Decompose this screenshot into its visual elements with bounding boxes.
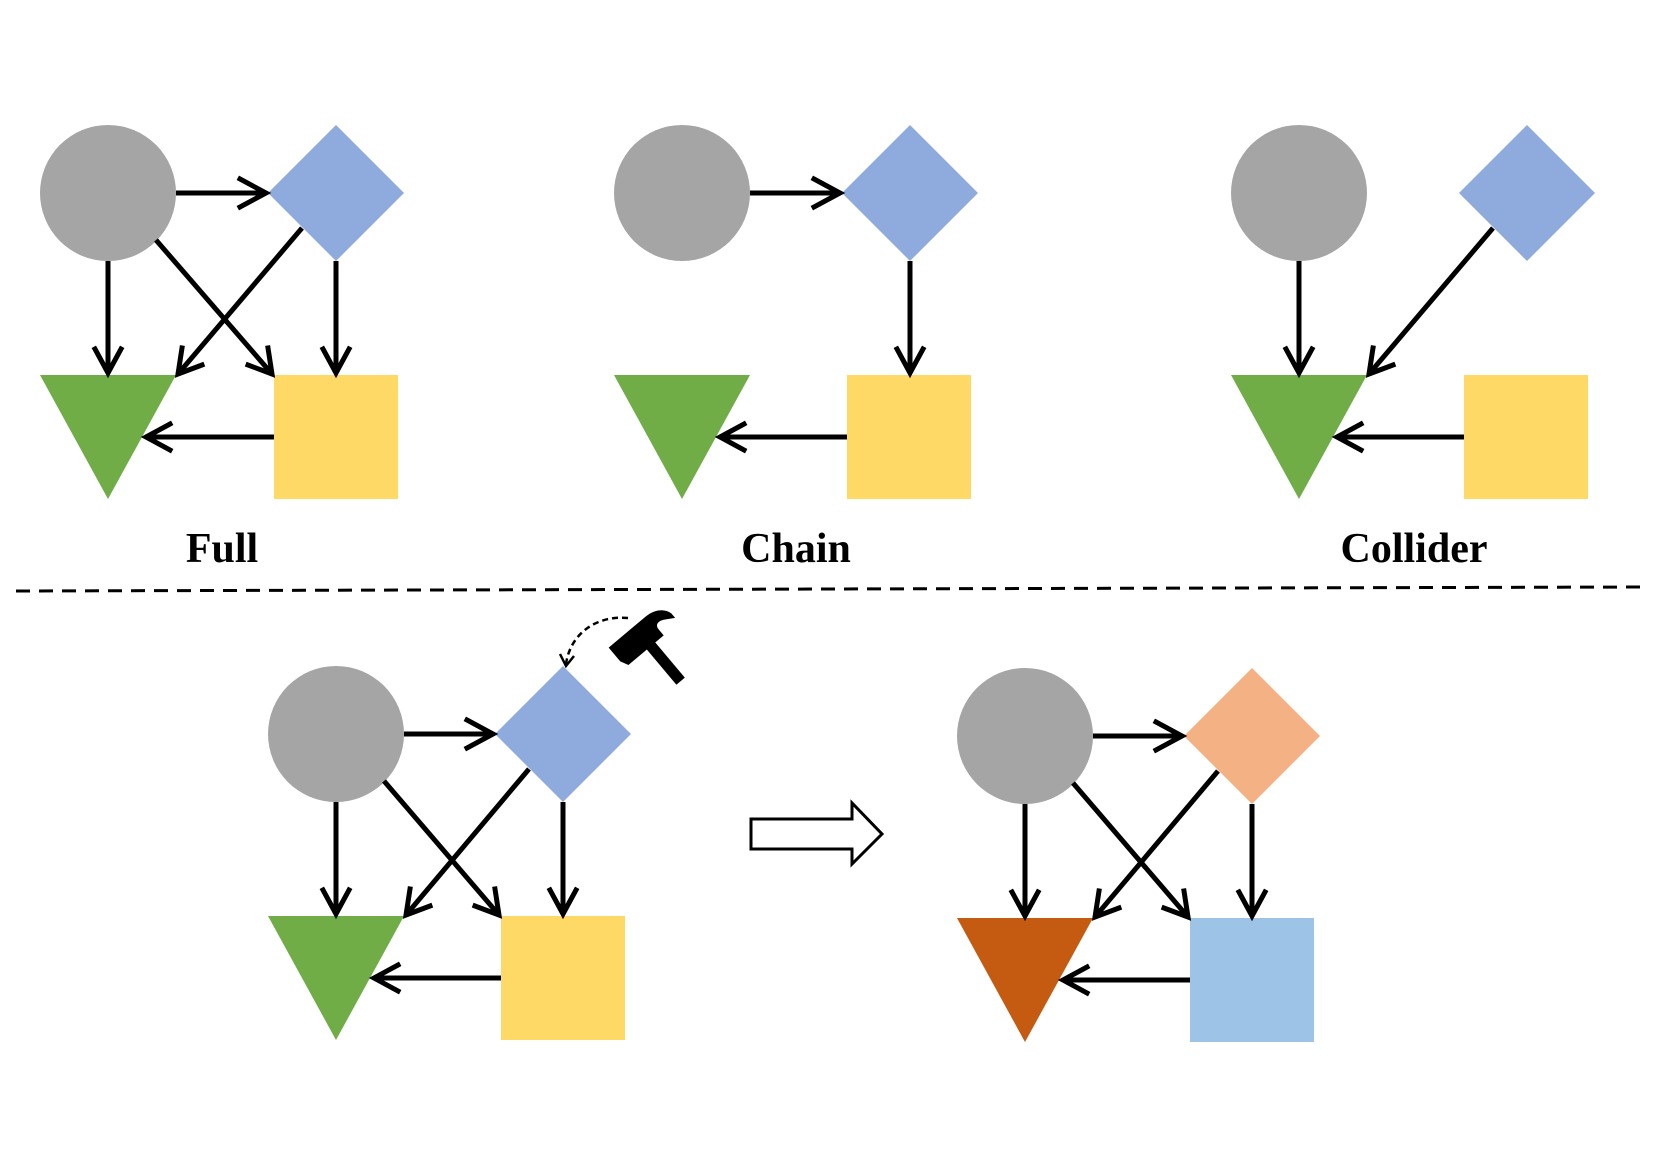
edge-circle-to-diamond [1093,718,1188,754]
edge-diamond-to-square [546,802,580,920]
edge-circle-to-triangle [1282,261,1316,379]
panel-label-full: Full [186,526,258,572]
edge-diamond-to-triangle [402,767,531,919]
panel-after-intervention [957,668,1320,1042]
panel-label-chain: Chain [741,526,851,572]
edge-square-to-triangle [714,420,847,454]
node-diamond [268,125,404,261]
node-circle [614,125,750,261]
edge-diamond-to-triangle [174,226,304,378]
edge-diamond-to-triangle [1091,769,1220,921]
node-circle [957,668,1093,804]
node-circle [268,666,404,802]
node-square [847,375,971,499]
edge-circle-to-square [1071,781,1192,921]
edge-circle-to-triangle [319,802,353,920]
node-square [1464,375,1588,499]
edge-diamond-to-square [1235,804,1269,922]
node-triangle-changed [957,918,1093,1042]
edge-diamond-to-square [319,261,353,379]
node-square-changed [1190,918,1314,1042]
edge-circle-to-diamond [404,716,499,752]
node-triangle [268,916,404,1040]
panel-chain: Chain [614,125,978,572]
node-diamond-intervened [1184,668,1320,804]
edge-diamond-to-triangle [1365,226,1495,378]
panel-full: Full [40,125,404,572]
edge-circle-to-square [382,779,503,919]
edge-square-to-triangle [368,961,501,995]
edge-circle-to-triangle [1008,804,1042,922]
edge-square-to-triangle [1057,963,1190,997]
edge-square-to-triangle [1331,420,1464,454]
edge-square-to-triangle [140,420,274,454]
node-diamond [495,666,631,802]
edge-circle-to-square [154,238,276,378]
node-square [501,916,625,1040]
panel-label-collider: Collider [1341,526,1488,572]
edge-circle-to-diamond [176,175,272,211]
node-triangle [40,375,176,499]
node-diamond [1459,125,1595,261]
node-circle [1231,125,1367,261]
section-divider [15,585,1645,593]
hollow-right-arrow-icon [749,799,885,868]
hammer-icon [608,610,685,685]
node-triangle [614,375,750,499]
edge-circle-to-triangle [91,261,125,379]
edge-diamond-to-square [893,261,927,379]
panel-before-intervention [268,610,685,1040]
intervention-arrow [558,616,629,669]
node-triangle [1231,375,1367,499]
node-diamond [842,125,978,261]
node-square [274,375,398,499]
edge-circle-to-diamond [750,175,846,211]
node-circle [40,125,176,261]
panel-collider: Collider [1231,125,1595,572]
